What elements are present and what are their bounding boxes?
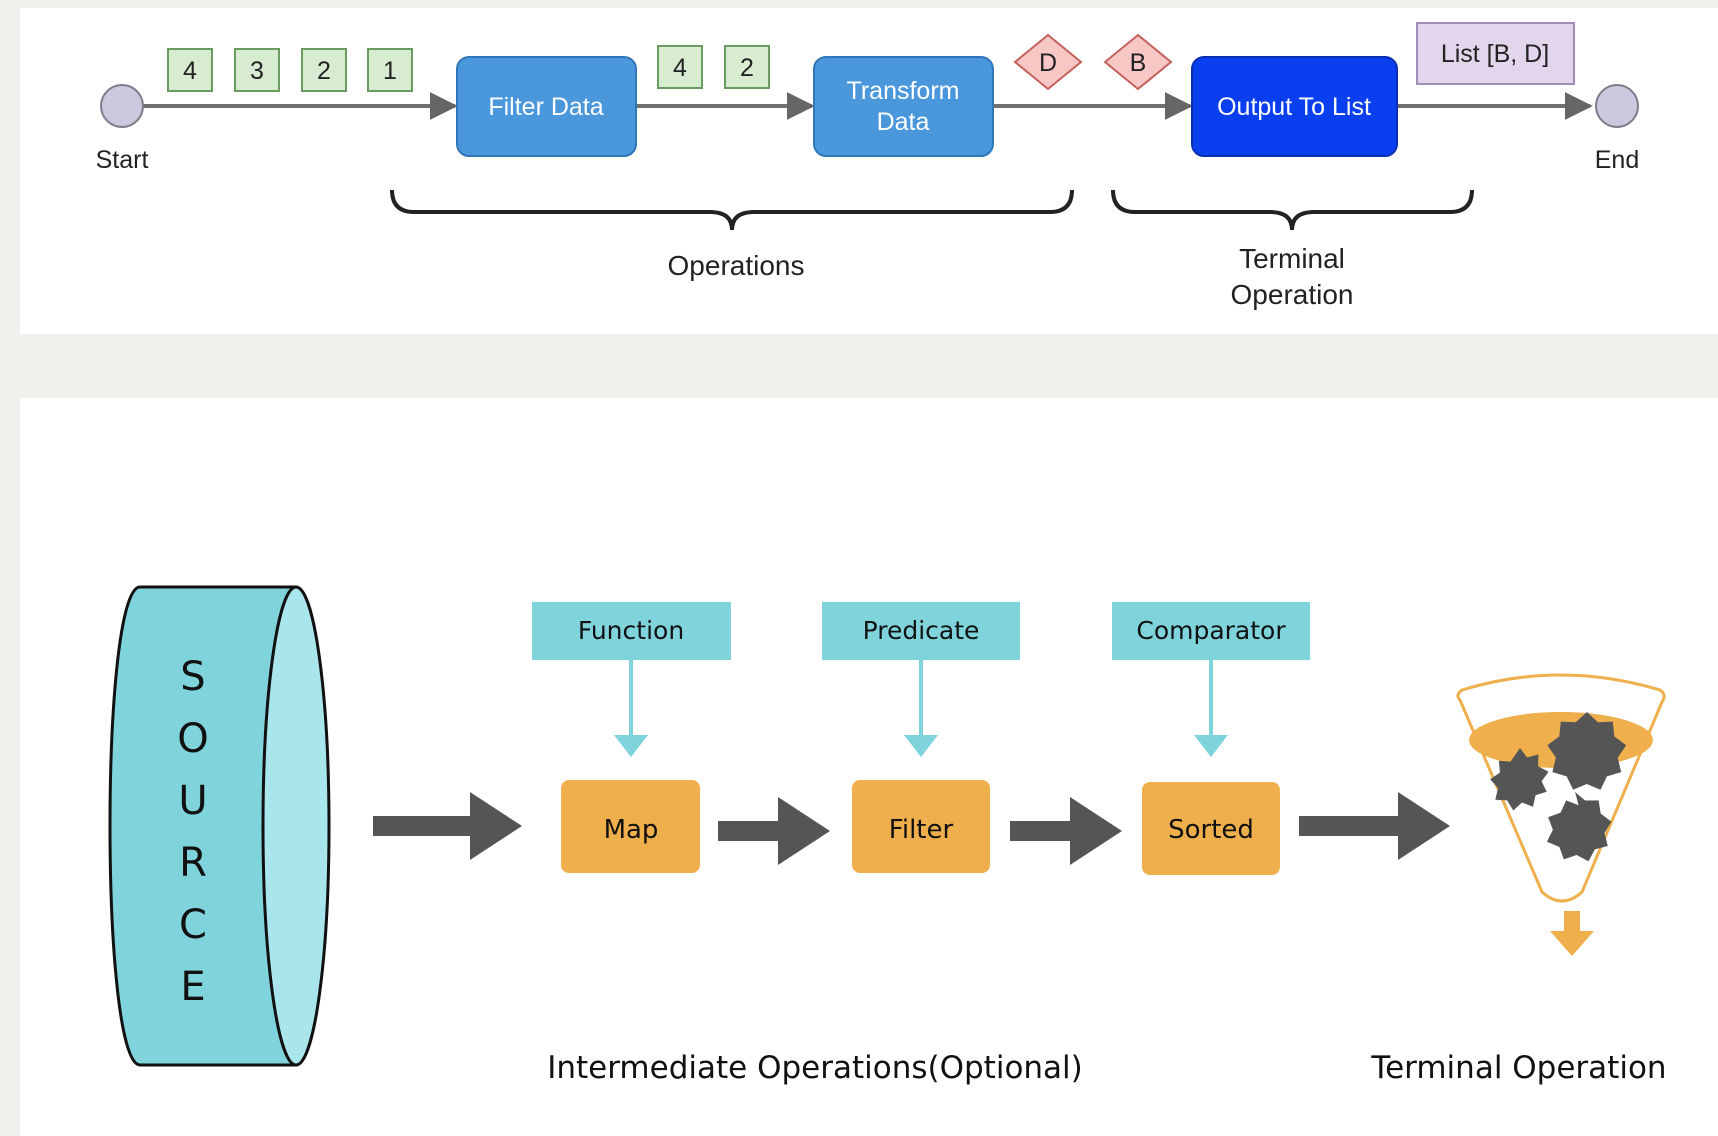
input-item: 1: [367, 48, 413, 92]
terminal-label-line: Terminal: [1239, 243, 1345, 274]
bottom-pipeline: S O U R C E Function Predicate Comparato…: [108, 585, 1667, 1086]
svg-text:List [B, D]: List [B, D]: [1441, 40, 1549, 68]
svg-text:2: 2: [740, 54, 754, 82]
svg-text:4: 4: [673, 54, 687, 82]
svg-text:3: 3: [250, 57, 264, 85]
start-label: Start: [96, 146, 149, 174]
transform-label-line: Transform: [847, 77, 960, 105]
source-letter: S: [180, 654, 205, 700]
transformed-item: B: [1103, 33, 1173, 91]
transform-data-box: Transform Data: [813, 56, 994, 157]
source-cylinder: S O U R C E: [108, 585, 331, 1067]
intermediate-operations-label: Intermediate Operations(Optional): [547, 1050, 1083, 1086]
filter-operation: Filter: [852, 780, 990, 873]
transform-label-line: Data: [877, 108, 930, 136]
input-item: 4: [167, 48, 213, 92]
source-letter: U: [178, 778, 207, 824]
svg-text:Comparator: Comparator: [1136, 616, 1286, 645]
filtered-item: 4: [657, 45, 703, 89]
svg-text:4: 4: [183, 57, 197, 85]
operations-brace: [390, 189, 1074, 231]
svg-text:D: D: [1039, 49, 1057, 77]
input-item: 3: [234, 48, 280, 92]
input-item: 2: [301, 48, 347, 92]
svg-text:B: B: [1130, 49, 1147, 77]
terminal-funnel-icon: [1456, 673, 1666, 956]
flow-arrow: [718, 797, 830, 865]
output-to-list-label: Output To List: [1217, 93, 1371, 121]
source-letter: E: [180, 964, 205, 1010]
flow-arrow: [1010, 797, 1122, 865]
svg-text:Filter: Filter: [889, 815, 954, 845]
filtered-item: 2: [724, 45, 770, 89]
source-letter: R: [179, 840, 207, 886]
svg-text:Sorted: Sorted: [1168, 815, 1254, 845]
predicate-input: Predicate: [822, 602, 1020, 757]
filter-data-box: Filter Data: [456, 56, 637, 157]
svg-text:Map: Map: [604, 815, 659, 845]
top-flow: Start End 4 3 2 1 Filter Data 4: [96, 22, 1639, 310]
source-letter: O: [177, 716, 208, 762]
sorted-operation: Sorted: [1142, 782, 1280, 875]
operations-label: Operations: [668, 250, 805, 281]
transformed-item: D: [1013, 33, 1083, 91]
end-node: [1595, 84, 1639, 128]
filter-data-label: Filter Data: [488, 93, 603, 121]
map-operation: Map: [561, 780, 700, 873]
terminal-operation-label: Terminal Operation: [1370, 1050, 1666, 1086]
function-input: Function: [532, 602, 731, 757]
output-to-list-box: Output To List: [1191, 56, 1398, 157]
terminal-operation-brace: [1111, 189, 1474, 231]
result-list: List [B, D]: [1416, 22, 1575, 85]
svg-text:2: 2: [317, 57, 331, 85]
flow-arrow: [373, 792, 522, 860]
terminal-label-line: Operation: [1231, 279, 1354, 310]
flow-arrow: [1299, 792, 1450, 860]
end-label: End: [1595, 146, 1639, 174]
start-node: [100, 84, 144, 128]
comparator-input: Comparator: [1112, 602, 1310, 757]
svg-text:1: 1: [383, 57, 397, 85]
svg-text:Predicate: Predicate: [863, 616, 980, 645]
source-letter: C: [179, 902, 207, 948]
svg-text:Function: Function: [578, 616, 684, 645]
